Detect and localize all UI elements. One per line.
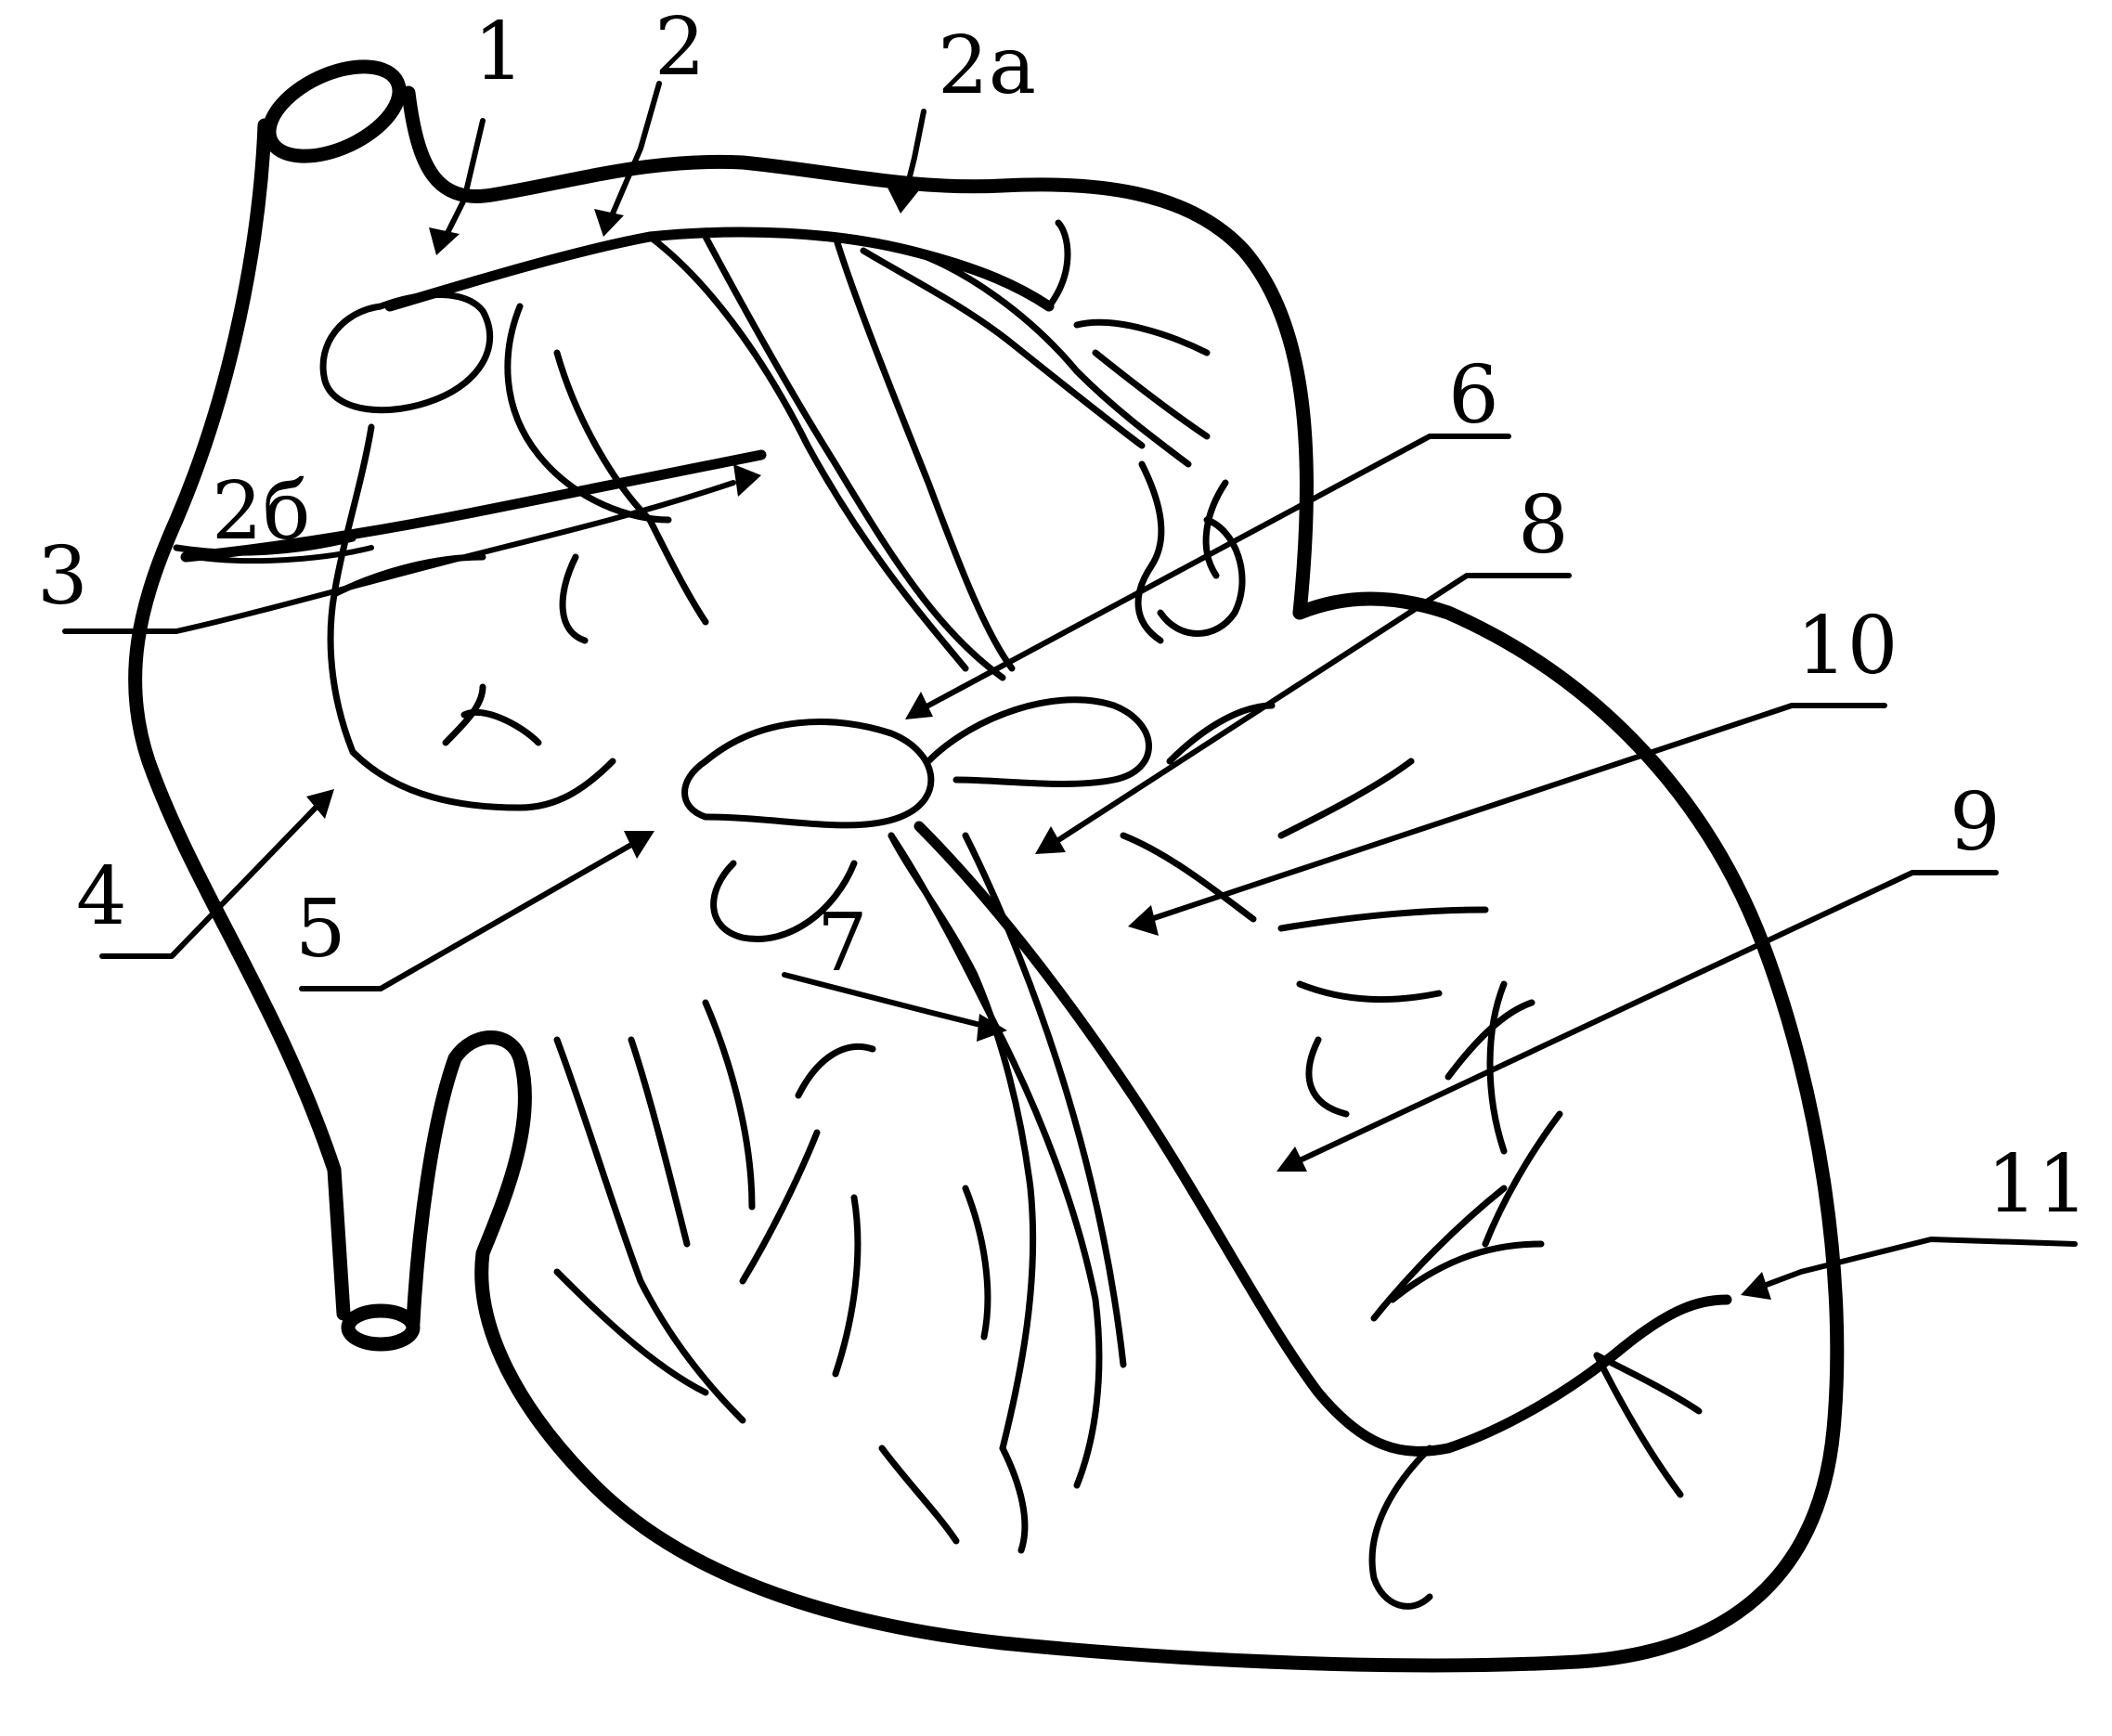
leader-6 — [926, 434, 1511, 708]
label-2a: 2а — [938, 19, 1036, 112]
arrowhead-8 — [1035, 826, 1066, 854]
arrowhead-3 — [733, 464, 761, 497]
arrowhead-2a — [887, 186, 919, 214]
label-5: 5 — [295, 883, 346, 976]
labels: 1 2 2а 2б 3 4 5 6 7 8 10 9 11 — [37, 1, 2088, 1231]
coronary-vessels — [173, 219, 1732, 1610]
label-8: 8 — [1518, 479, 1569, 572]
label-2: 2 — [654, 1, 706, 94]
label-1: 1 — [473, 6, 525, 98]
leader-4 — [99, 805, 318, 959]
vessel-opening-bottom — [341, 1303, 421, 1352]
arrowhead-10 — [1128, 905, 1159, 936]
label-11: 11 — [1987, 1138, 2088, 1231]
arrowhead-4 — [306, 789, 334, 819]
heart-outline — [128, 59, 1845, 1673]
arrowhead-1 — [429, 227, 460, 255]
arrowhead-2 — [594, 209, 624, 237]
leader-1 — [443, 118, 486, 240]
label-3: 3 — [37, 530, 88, 623]
leader-2b — [192, 545, 374, 564]
arrowhead-5 — [624, 831, 654, 859]
leader-5 — [299, 842, 634, 991]
arrowhead-9 — [1276, 1147, 1307, 1172]
leader-lines — [62, 81, 2078, 1300]
leader-9 — [1297, 870, 1999, 1163]
label-6: 6 — [1448, 349, 1499, 442]
arrowhead-11 — [1741, 1272, 1771, 1300]
label-7: 7 — [817, 897, 868, 990]
label-9: 9 — [1950, 776, 2001, 869]
leader-3 — [62, 480, 736, 634]
leader-11 — [1761, 1237, 2078, 1289]
leader-7 — [782, 972, 987, 1029]
leader-2 — [610, 81, 662, 216]
arrowhead-6 — [905, 692, 933, 719]
vessel-opening-top — [262, 59, 407, 163]
label-10: 10 — [1796, 600, 1898, 693]
leader-8 — [1056, 573, 1572, 843]
arrowhead-7 — [977, 1014, 1007, 1042]
leader-10 — [1148, 703, 1887, 922]
label-4: 4 — [76, 850, 127, 943]
leader-2a — [902, 109, 926, 198]
label-2b: 2б — [212, 465, 311, 558]
